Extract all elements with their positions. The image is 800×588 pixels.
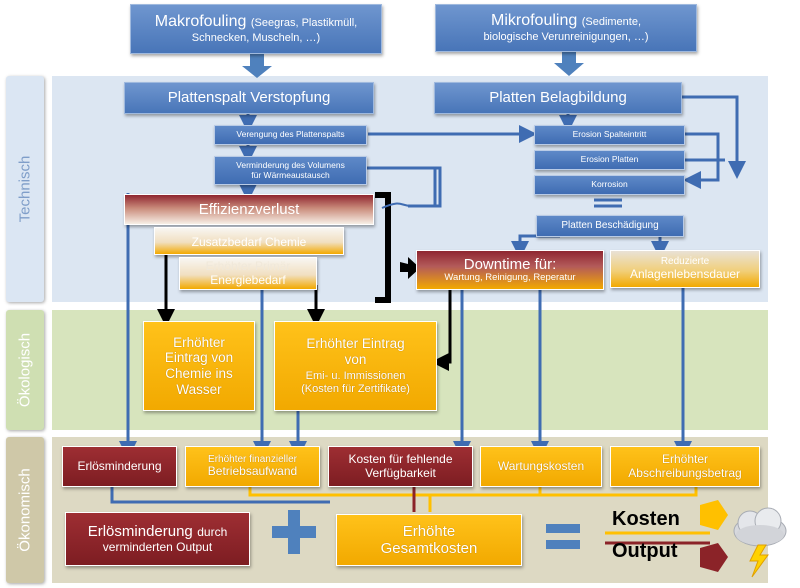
- abschreibung-line-1: Erhöhter: [661, 451, 709, 466]
- erosion-spalt-box: Erosion Spalteintritt: [534, 125, 685, 145]
- primaer-line-2: Energiebedarf: [210, 272, 286, 287]
- betrieb-line-1: Erhöhter finanzieller: [208, 453, 297, 465]
- verengung-box: Verengung des Plattenspalts: [214, 125, 367, 145]
- korrosion-box: Korrosion: [534, 175, 685, 195]
- chemie-line-2: Eintrag von: [164, 350, 234, 366]
- makro-detail-2: Schnecken, Muscheln, …): [191, 31, 321, 44]
- chemie-eintrag-box: Erhöhter Eintrag von Chemie ins Wasser: [143, 321, 255, 411]
- arrow-mikro-down: [554, 50, 584, 76]
- verminderung-line-1: Verminderung des Volumens: [236, 159, 345, 170]
- effizienzverlust-box: Effizienzverlust: [124, 194, 374, 225]
- output-line-1b: durch: [197, 524, 228, 539]
- side-label-technisch: Technisch: [6, 76, 44, 302]
- side-label-oekologisch: Ökologisch: [6, 310, 44, 430]
- eintrag-line-2: von: [344, 351, 367, 367]
- lebensdauer-line-1: Reduzierte: [660, 256, 710, 268]
- plattenspalt-box: Plattenspalt Verstopfung: [124, 82, 374, 114]
- erosion-platten-box: Erosion Platten: [534, 150, 685, 170]
- verminderung-box: Verminderung des Volumens für Wärmeausta…: [214, 156, 367, 185]
- mikro-detail-1: (Sedimente,: [581, 16, 642, 29]
- gesamt-line-2: Gesamtkosten: [380, 540, 478, 557]
- downtime-box: Downtime für: Wartung, Reinigung, Repera…: [416, 250, 604, 290]
- mikrofouling-box: Mikrofouling (Sedimente, biologische Ver…: [435, 4, 697, 52]
- zusatzbedarf-chemie-box: Zusatzbedarf Chemie: [154, 227, 344, 255]
- betrieb-line-2: Betriebsaufwand: [207, 464, 298, 479]
- mikro-detail-2: biologische Verunreinigungen, …): [483, 30, 649, 43]
- betriebsaufwand-box: Erhöhter finanzieller Betriebsaufwand: [185, 446, 320, 487]
- primaer-energiebedarf-box: Erhöhter Primär Energiebedarf: [179, 257, 317, 290]
- gesamtkosten-box: Erhöhte Gesamtkosten: [336, 514, 522, 566]
- verminderung-line-2: für Wärmeaustausch: [251, 169, 330, 180]
- output-line-2: verminderten Output: [102, 540, 213, 555]
- eintrag-line-3: Emi- u. Immissionen: [305, 370, 406, 383]
- emissionen-eintrag-box: Erhöhter Eintrag von Emi- u. Immissionen…: [274, 321, 437, 411]
- side-label-oekonomisch: Ökonomisch: [6, 437, 44, 583]
- eintrag-line-1: Erhöhter Eintrag: [306, 336, 405, 352]
- mikro-title: Mikrofouling: [490, 12, 578, 30]
- makrofouling-box: Makrofouling (Seegras, Plastikmüll, Schn…: [130, 4, 382, 54]
- chemie-line-3: Chemie ins: [165, 366, 233, 381]
- verfuegbarkeit-line-2: Verfügbarkeit: [365, 465, 436, 480]
- lebensdauer-box: Reduzierte Anlagenlebensdauer: [610, 250, 760, 288]
- wartungskosten-box: Wartungskosten: [480, 446, 602, 487]
- erloesminderung-output-box: Erlösminderung durch verminderten Output: [65, 512, 250, 566]
- belagbildung-box: Platten Belagbildung: [434, 82, 682, 114]
- chemie-line-4: Wasser: [176, 381, 222, 397]
- platten-beschaedigung-box: Platten Beschädigung: [536, 215, 684, 237]
- verfuegbarkeit-line-1: Kosten für fehlende: [348, 451, 453, 466]
- downtime-title: Downtime für:: [463, 255, 557, 273]
- chemie-line-1: Erhöhter: [173, 334, 225, 350]
- lebensdauer-line-2: Anlagenlebensdauer: [629, 266, 741, 281]
- abschreibung-line-2: Abschreibungsbetrag: [628, 465, 742, 480]
- abschreibung-box: Erhöhter Abschreibungsbetrag: [610, 446, 760, 487]
- cloud-lightning-icon: [728, 505, 792, 581]
- eintrag-line-4: (Kosten für Zertifikate): [301, 383, 410, 396]
- kosten-label: Kosten: [612, 508, 680, 530]
- makro-title: Makrofouling: [154, 13, 247, 31]
- output-line-1: Erlösminderung: [87, 522, 193, 540]
- output-label: Output: [612, 540, 678, 562]
- primaer-line-1: Erhöhter Primär: [205, 258, 291, 273]
- gesamt-line-1: Erhöhte: [402, 522, 456, 540]
- verfuegbarkeit-box: Kosten für fehlende Verfügbarkeit: [328, 446, 473, 487]
- makro-detail-1: (Seegras, Plastikmüll,: [250, 17, 358, 30]
- downtime-detail: Wartung, Reinigung, Reperatur: [444, 272, 576, 284]
- arrow-makro-down: [242, 53, 272, 78]
- erloesminderung-box: Erlösminderung: [62, 446, 177, 487]
